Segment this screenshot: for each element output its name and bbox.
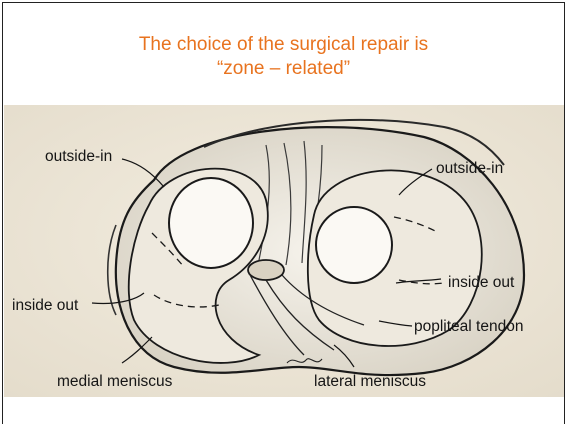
lateral-opening — [316, 207, 392, 283]
meniscus-diagram: outside-in outside-in inside out inside … — [4, 105, 564, 397]
label-outside-in-right: outside-in — [436, 160, 503, 177]
medial-opening — [169, 178, 253, 268]
slide-title: The choice of the surgical repair is “zo… — [3, 33, 564, 81]
label-inside-out-left: inside out — [12, 297, 79, 314]
central-tendon — [248, 260, 284, 280]
label-medial-meniscus: medial meniscus — [57, 373, 173, 390]
label-popliteal-tendon: popliteal tendon — [414, 318, 523, 335]
label-outside-in-left: outside-in — [45, 148, 112, 165]
title-line-2: “zone – related” — [3, 57, 564, 81]
slide: The choice of the surgical repair is “zo… — [2, 2, 565, 424]
label-lateral-meniscus: lateral meniscus — [314, 373, 426, 390]
meniscus-illustration: outside-in outside-in inside out inside … — [4, 105, 564, 397]
label-inside-out-right: inside out — [448, 274, 515, 291]
title-line-1: The choice of the surgical repair is — [3, 33, 564, 57]
